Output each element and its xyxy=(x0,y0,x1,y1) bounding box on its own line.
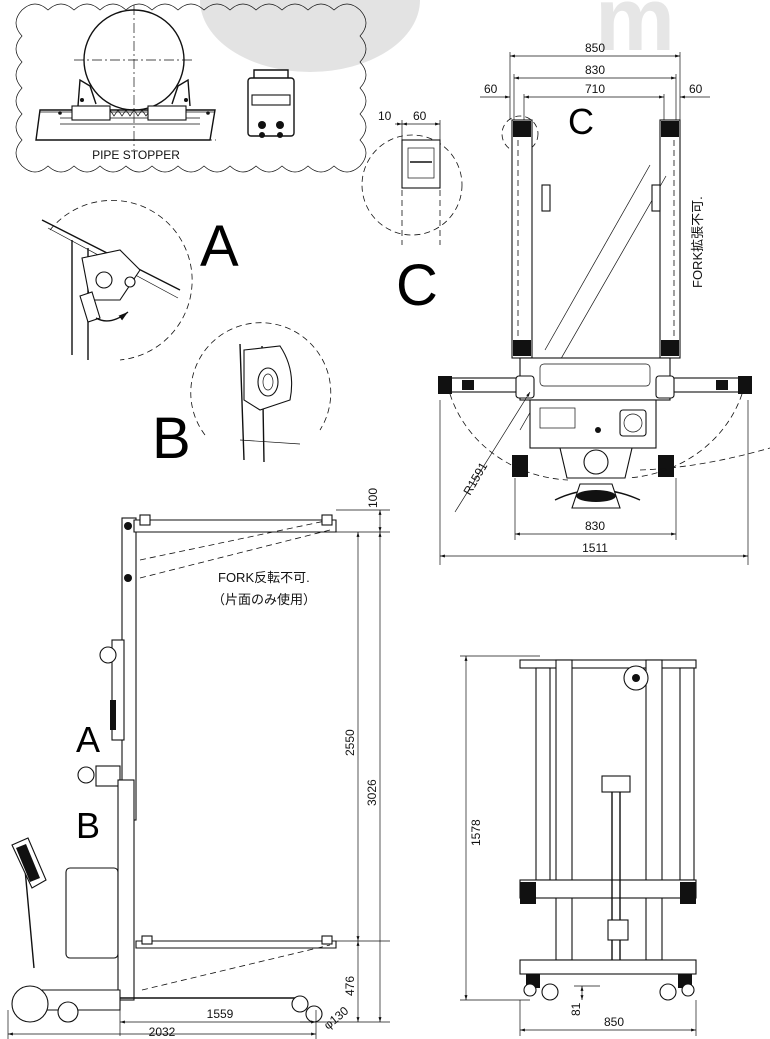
side-dim-2032: 2032 xyxy=(149,1025,176,1039)
side-view: 100 2550 3026 476 1559 2032 φ130 FORK反転不… xyxy=(7,488,390,1039)
side-dim-476: 476 xyxy=(343,976,357,996)
front-dim-850: 850 xyxy=(604,1015,624,1029)
watermark: m xyxy=(200,0,675,72)
front-view: 1578 81 850 xyxy=(460,655,697,1036)
front-dim-1578: 1578 xyxy=(469,819,483,846)
watermark-letter: m xyxy=(595,0,675,70)
pipe-stopper-label: PIPE STOPPER xyxy=(92,148,180,162)
side-dim-100: 100 xyxy=(366,488,380,508)
top-dim-710: 710 xyxy=(585,82,605,96)
detail-b: B xyxy=(152,322,332,471)
top-dim-1511: 1511 xyxy=(582,541,608,555)
side-note-line2: （片面のみ使用） xyxy=(212,592,316,607)
detail-c-dim-10: 10 xyxy=(378,109,392,123)
detail-a-label: A xyxy=(200,214,239,279)
top-view-fork-note: FORK拡張不可. xyxy=(690,196,705,288)
top-dim-830: 830 xyxy=(585,63,605,77)
top-dim-r1591: R1591 xyxy=(460,460,490,498)
side-dim-3026: 3026 xyxy=(365,779,379,806)
detail-a: A xyxy=(41,200,239,361)
side-dim-1559: 1559 xyxy=(207,1007,234,1021)
side-dim-wheel: φ130 xyxy=(321,1003,352,1032)
top-dim-60-right: 60 xyxy=(689,82,703,96)
top-dim-850: 850 xyxy=(585,41,605,55)
side-note-line1: FORK反転不可. xyxy=(218,570,310,585)
top-dim-60-left: 60 xyxy=(484,82,498,96)
top-dim-830-bottom: 830 xyxy=(585,519,605,533)
side-view-b-marker: B xyxy=(76,805,100,846)
detail-b-label: B xyxy=(152,406,191,471)
top-view-c-marker: C xyxy=(568,101,594,142)
side-dim-2550: 2550 xyxy=(343,729,357,756)
detail-c: 10 60 C xyxy=(361,109,463,318)
detail-c-dim-60: 60 xyxy=(413,109,427,123)
pipe-stopper-detail: PIPE STOPPER xyxy=(15,3,367,173)
detail-c-label: C xyxy=(396,253,438,318)
side-view-a-marker: A xyxy=(76,719,100,760)
top-view: 850 830 710 60 60 C xyxy=(438,41,770,565)
front-dim-81: 81 xyxy=(569,1002,583,1016)
